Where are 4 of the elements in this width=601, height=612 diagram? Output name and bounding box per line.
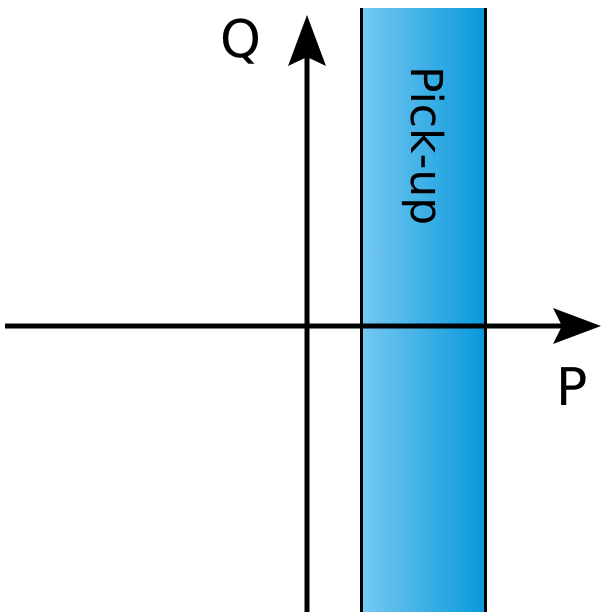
axis-label: P [556,362,588,414]
shaded-band [360,8,487,612]
band-label: Pick-up [403,66,447,226]
axis-label: Q [220,14,261,66]
